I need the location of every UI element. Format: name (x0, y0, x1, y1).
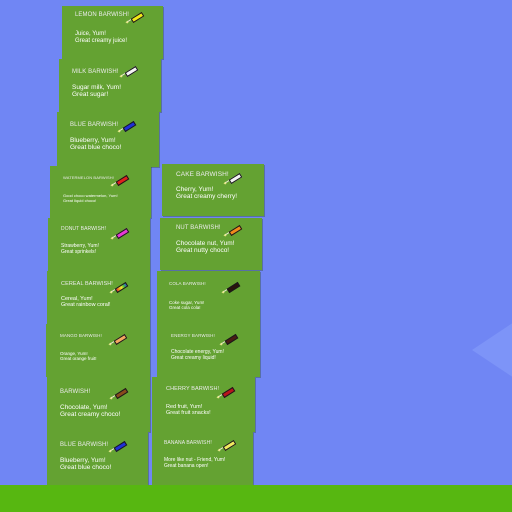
card-title: LEMON BARWISH! (75, 12, 129, 18)
card-description: Orange, Yum! Great orange fruit! (60, 351, 97, 362)
card-cereal-barwish[interactable]: CEREAL BARWISH! Cereal, Yum! Great rainb… (47, 271, 150, 324)
barwish-bar-icon (228, 172, 243, 185)
card-title: BANANA BARWISH! (164, 440, 212, 446)
sparkle-icon: ✦ (125, 20, 130, 26)
card-title: CAKE BARWISH! (176, 171, 229, 178)
card-cake-barwish[interactable]: CAKE BARWISH! Cherry, Yum! Great creamy … (162, 164, 264, 216)
card-description: Red fruit, Yum! Great fruit snacks! (166, 404, 211, 417)
sparkle-icon: ✦ (110, 183, 115, 189)
card-lemon-barwish[interactable]: LEMON BARWISH! Juice, Yum! Great creamy … (62, 6, 163, 59)
barwish-bar-icon (228, 224, 243, 237)
sparkle-icon: ✦ (117, 129, 122, 135)
card-title: CHERRY BARWISH! (166, 386, 220, 392)
card-blue-barwish[interactable]: BLUE BARWISH! Blueberry, Yum! Great blue… (57, 112, 159, 167)
card-description: Cereal, Yum! Great rainbow coral! (61, 296, 111, 309)
sparkle-icon: ✦ (108, 449, 113, 455)
card-description: Good choco watermelon, Yum! Great liquid… (63, 193, 118, 203)
ground (0, 485, 512, 512)
card-description: Blueberry, Yum! Great blue choco! (60, 457, 112, 472)
card-barwish[interactable]: BARWISH! Chocolate, Yum! Great creamy ch… (47, 377, 150, 432)
card-title: DONUT BARWISH! (61, 226, 107, 232)
card-description: Cherry, Yum! Great creamy cherry! (176, 186, 238, 201)
barwish-bar-icon (222, 439, 237, 452)
card-milk-barwish[interactable]: MILK BARWISH! Sugar milk, Yum! Great sug… (59, 59, 161, 112)
barwish-bar-icon (224, 333, 239, 346)
sparkle-icon: ✦ (119, 74, 124, 80)
card-description: Strawberry, Yum! Great sprinkels! (61, 243, 99, 255)
barwish-bar-icon (113, 440, 128, 453)
card-title: ENERGY BARWISH! (171, 333, 215, 338)
barwish-bar-icon (113, 333, 128, 346)
card-description: More like nut - Friend, Yum! Great banan… (164, 457, 226, 469)
sparkle-icon: ✦ (223, 233, 228, 239)
card-cherry-barwish[interactable]: CHERRY BARWISH! Red fruit, Yum! Great fr… (152, 377, 255, 432)
card-cola-barwish[interactable]: COLA BARWISH! Coke sugar, Yum! Great col… (157, 271, 260, 324)
card-description: Sugar milk, Yum! Great sugar! (72, 84, 122, 99)
card-mango-barwish[interactable]: MANGO BARWISH! Orange, Yum! Great orange… (46, 324, 150, 377)
card-donut-barwish[interactable]: DONUT BARWISH! Strawberry, Yum! Great sp… (48, 218, 150, 271)
card-banana-barwish[interactable]: BANANA BARWISH! More like nut - Friend, … (152, 432, 253, 486)
sparkle-icon: ✦ (217, 448, 222, 454)
sparkle-icon: ✦ (109, 290, 114, 296)
card-title: COLA BARWISH! (169, 281, 206, 286)
card-title: NUT BARWISH! (176, 225, 221, 231)
card-title: BARWISH! (60, 389, 91, 395)
card-description: Blueberry, Yum! Great blue choco! (70, 137, 122, 152)
card-description: Coke sugar, Yum! Great cola cola! (169, 300, 205, 311)
card-blue-barwish-2[interactable]: BLUE BARWISH! Blueberry, Yum! Great blue… (47, 432, 148, 486)
barwish-bar-icon (124, 65, 139, 78)
card-title: BLUE BARWISH! (60, 442, 109, 448)
barwish-bar-icon (115, 227, 130, 240)
card-title: MANGO BARWISH! (60, 333, 102, 338)
sparkle-icon: ✦ (221, 290, 226, 296)
barwish-bar-icon (221, 386, 236, 399)
barwish-bar-icon (226, 281, 241, 294)
card-description: Chocolate nut, Yum! Great nutty choco! (176, 240, 235, 255)
card-title: BLUE BARWISH! (70, 122, 119, 128)
card-title: MILK BARWISH! (72, 69, 119, 75)
sparkle-icon: ✦ (108, 342, 113, 348)
card-title: CEREAL BARWISH! (61, 281, 113, 287)
sparkle-icon: ✦ (219, 342, 224, 348)
sparkle-icon: ✦ (223, 181, 228, 187)
barwish-bar-icon (130, 11, 145, 24)
sparkle-icon: ✦ (110, 236, 115, 242)
card-energy-barwish[interactable]: ENERGY BARWISH! Chocolate energy, Yum! G… (157, 324, 260, 377)
barwish-bar-icon (122, 120, 137, 133)
card-description: Chocolate energy, Yum! Great creamy liqu… (171, 349, 224, 361)
barwish-bar-icon (115, 174, 130, 187)
card-nut-barwish[interactable]: NUT BARWISH! Chocolate nut, Yum! Great n… (160, 218, 262, 270)
sparkle-icon: ✦ (216, 395, 221, 401)
card-description: Juice, Yum! Great creamy juice! (75, 31, 128, 44)
card-title: WATERMELON BARWISH! (63, 175, 114, 180)
barwish-bar-icon (114, 387, 129, 400)
background-shape (472, 310, 512, 390)
barwish-bar-icon (114, 281, 129, 294)
card-description: Chocolate, Yum! Great creamy choco! (60, 404, 121, 419)
sparkle-icon: ✦ (109, 396, 114, 402)
card-watermelon-barwish[interactable]: WATERMELON BARWISH! Good choco watermelo… (50, 166, 151, 218)
